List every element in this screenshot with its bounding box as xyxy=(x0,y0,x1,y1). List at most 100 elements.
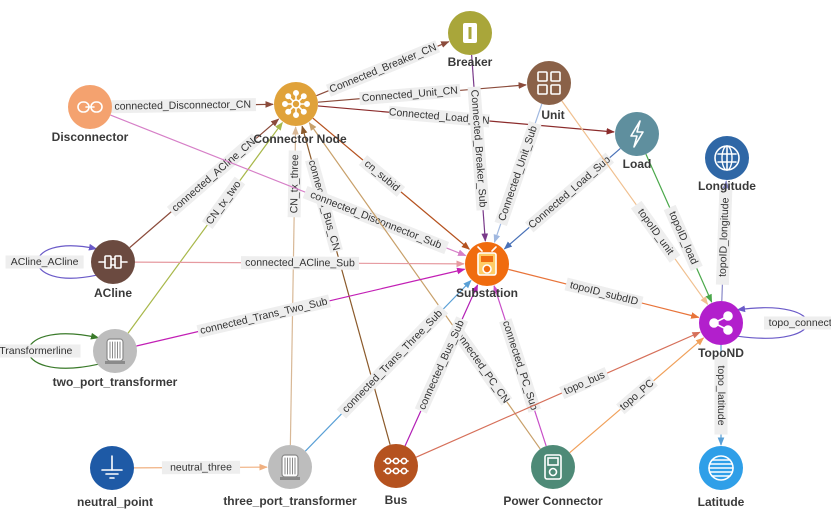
node-longitude[interactable]: Longitude xyxy=(698,136,756,193)
node-topond[interactable]: TopoND xyxy=(698,301,744,360)
node-substation[interactable]: Substation xyxy=(456,242,518,300)
edge-label-background xyxy=(240,256,360,270)
edge-label-background xyxy=(5,255,84,269)
node-label: Substation xyxy=(456,286,518,300)
node-two_port[interactable]: two_port_transformer xyxy=(53,329,178,389)
edge-label-group: connected_ACline_Sub xyxy=(240,256,360,270)
edge-label-background xyxy=(663,204,703,272)
node-label: ACline xyxy=(94,286,132,300)
node-circle[interactable] xyxy=(274,82,318,126)
edge-label-background xyxy=(0,344,81,358)
self-loop-two_port: Transformerline xyxy=(0,332,100,369)
globe-lines-icon xyxy=(708,455,734,481)
network-hub-icon xyxy=(281,90,310,119)
node-power_connector[interactable]: Power Connector xyxy=(503,445,603,508)
edge-label-group: cn_subid xyxy=(358,155,406,197)
node-label: Connector Node xyxy=(253,132,347,146)
edge-label-background xyxy=(325,40,441,97)
node-circle[interactable] xyxy=(91,240,135,284)
edge-label: Connected_Load_Sub xyxy=(526,154,613,232)
edge-label-background xyxy=(302,186,449,255)
edge-label-background xyxy=(414,316,469,414)
edge-label: Connected_Unit_Sub xyxy=(496,124,540,222)
edge-label: connected_Disconnector_CN xyxy=(114,99,251,113)
edge-label-group: Connected_Load_Sub xyxy=(524,152,615,233)
unit-grid-icon xyxy=(537,71,561,95)
edge-label-background xyxy=(467,86,490,211)
node-label: TopoND xyxy=(698,346,744,360)
node-circle[interactable] xyxy=(699,301,743,345)
node-circle[interactable] xyxy=(531,445,575,489)
edge-label-background xyxy=(166,133,261,217)
edge-label-group: Transformerline xyxy=(0,344,81,358)
edge-label-group: topoID_subdID xyxy=(564,277,644,310)
node-three_port[interactable]: three_port_transformer xyxy=(223,445,357,508)
edge-label: Connected_Unit_CN xyxy=(361,85,458,105)
node-circle[interactable] xyxy=(527,61,571,105)
node-label: Load xyxy=(623,157,652,171)
edge-topond-longitude: topoID_longitude xyxy=(715,180,733,302)
edge-label-group: topo_connect xyxy=(764,316,831,330)
node-acline[interactable]: ACline xyxy=(91,240,135,300)
edge-label-background xyxy=(714,356,728,435)
edge-label-group: Connected_Breaker_Sub xyxy=(467,86,490,211)
edge-label-background xyxy=(524,152,615,233)
meter-icon xyxy=(544,454,562,480)
edge-label-group: ACline_ACline xyxy=(5,255,84,269)
edge-power_connector-substation: connected_PC_Sub xyxy=(493,285,547,447)
edge-label-background xyxy=(764,316,831,330)
edge-label: topo_PC xyxy=(618,377,657,413)
edge-label-background xyxy=(202,176,246,229)
edge-label: topo_connect xyxy=(769,317,831,329)
edge-label-background xyxy=(287,150,302,218)
edge-label: connected_Trans_Two_Sub xyxy=(199,295,329,336)
edge-label-background xyxy=(715,189,733,286)
edge-power_connector-topond: topo_PC xyxy=(569,337,705,454)
edge-line xyxy=(127,121,283,334)
edge-neutral_point-three_port: neutral_three xyxy=(133,460,268,475)
node-load[interactable]: Load xyxy=(615,112,659,171)
node-bus[interactable]: Bus xyxy=(374,444,418,507)
node-circle[interactable] xyxy=(615,112,659,156)
edge-breaker-substation: Connected_Breaker_Sub xyxy=(467,54,490,242)
self-loop-acline: ACline_ACline xyxy=(5,243,98,279)
edge-label: topo_latitude xyxy=(715,365,727,425)
edge-label-background xyxy=(449,325,513,406)
node-label: Latitude xyxy=(698,495,745,509)
edge-label-background xyxy=(388,105,491,128)
node-unit[interactable]: Unit xyxy=(527,61,571,122)
node-connector_node[interactable]: Connector Node xyxy=(253,82,347,146)
self-loop-topond: topo_connect xyxy=(736,305,831,339)
multimeter-icon xyxy=(477,246,497,276)
edge-label-background xyxy=(559,367,610,399)
edge-label-background xyxy=(616,375,658,415)
edge-label: Transformerline xyxy=(0,345,73,357)
node-label: two_port_transformer xyxy=(53,375,178,389)
node-neutral_point[interactable]: neutral_point xyxy=(77,446,153,509)
edge-label: CN_tx_three xyxy=(288,154,301,213)
node-breaker[interactable]: Breaker xyxy=(448,11,493,69)
edge-label-background xyxy=(359,83,461,106)
edge-label: neutral_three xyxy=(170,461,232,473)
node-disconnector[interactable]: Disconnector xyxy=(52,85,129,144)
edge-label-group: Connected_Unit_CN xyxy=(359,83,461,106)
edge-label-group: topo_bus xyxy=(559,367,610,399)
edge-label-background xyxy=(499,318,541,413)
node-latitude[interactable]: Latitude xyxy=(698,446,745,509)
edge-label-group: Connected_Unit_Sub xyxy=(494,120,542,227)
node-label: Power Connector xyxy=(503,494,603,508)
share-nodes-icon xyxy=(709,311,733,335)
edge-label: Connected_Breaker_Sub xyxy=(468,89,489,208)
globe-icon xyxy=(714,145,740,171)
edge-substation-topond: topoID_subdID xyxy=(508,268,700,319)
node-label: neutral_point xyxy=(77,495,153,509)
edge-label-background xyxy=(336,304,449,419)
transformer-icon xyxy=(280,454,300,480)
transformer-icon xyxy=(105,338,125,364)
link-icon xyxy=(77,101,103,113)
node-circle[interactable] xyxy=(374,444,418,488)
edge-two_port-connector_node: CN_tx_two xyxy=(127,121,283,334)
node-label: Longitude xyxy=(698,179,756,193)
